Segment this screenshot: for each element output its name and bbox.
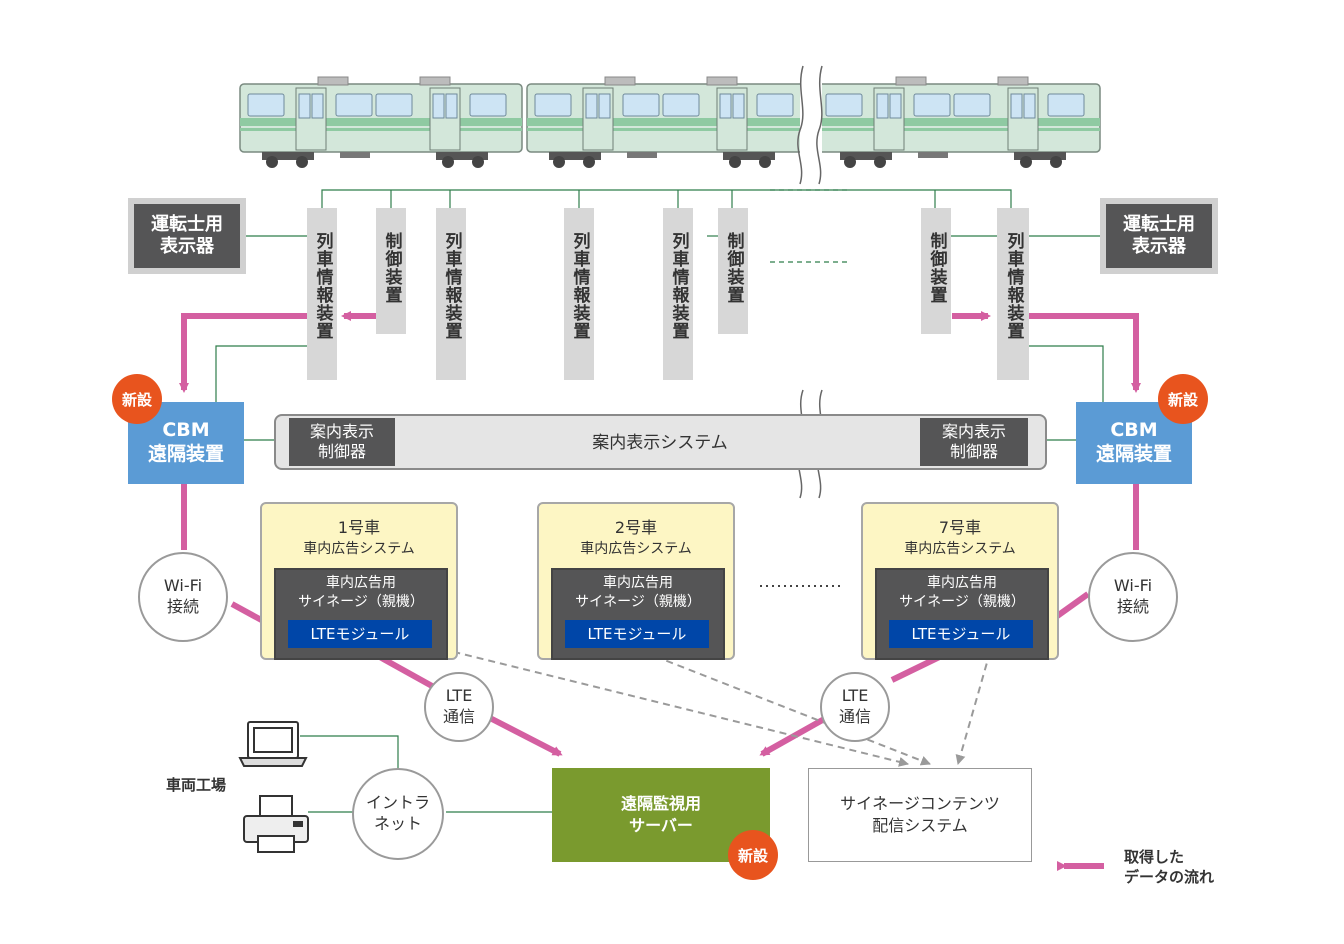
car-2-ad-system: 2号車 車内広告システム 車内広告用 サイネージ（親機） LTEモジュール bbox=[537, 502, 735, 660]
car-2-lte-module: LTEモジュール bbox=[565, 620, 709, 648]
train-info-device-1: 列車情報装置 bbox=[307, 208, 337, 380]
guidance-controller-right-label: 案内表示制御器 bbox=[941, 422, 1006, 461]
cbm-device-right: CBM 遠隔装置 bbox=[1076, 402, 1192, 484]
control-device-2: 制御装置 bbox=[718, 208, 748, 334]
lte-comm-circle-left: LTE 通信 bbox=[424, 672, 494, 742]
car-7-ad-system: 7号車 車内広告システム 車内広告用 サイネージ（親機） LTEモジュール bbox=[861, 502, 1059, 660]
content-system-line2: 配信システム bbox=[872, 816, 968, 835]
car-7-signage: 車内広告用 サイネージ（親機） LTEモジュール bbox=[875, 568, 1049, 660]
car-7-signage-line2: サイネージ（親機） bbox=[899, 593, 1025, 610]
control-device-1: 制御装置 bbox=[376, 208, 406, 334]
cbm-device-left: CBM 遠隔装置 bbox=[128, 402, 244, 484]
cbm-right-line2: 遠隔装置 bbox=[1095, 443, 1172, 465]
control-device-3-label: 制御装置 bbox=[926, 232, 947, 304]
lte-comm-left-line2: 通信 bbox=[442, 707, 475, 726]
guidance-controller-right: 案内表示制御器 bbox=[920, 418, 1028, 466]
driver-display-left-label: 運転士用表示器 bbox=[151, 213, 223, 258]
train-info-device-4-label: 列車情報装置 bbox=[668, 232, 689, 340]
car-1-signage-line2: サイネージ（親機） bbox=[298, 593, 424, 610]
cbm-right-line1: CBM bbox=[1110, 419, 1158, 442]
car-7-signage-line1: 車内広告用 bbox=[927, 575, 997, 591]
new-badge-cbm-left: 新設 bbox=[112, 374, 162, 424]
train-info-device-2-label: 列車情報装置 bbox=[441, 232, 462, 340]
guidance-controller-left: 案内表示制御器 bbox=[289, 418, 395, 466]
cbm-left-line2: 遠隔装置 bbox=[147, 443, 224, 465]
control-bus-lines bbox=[215, 189, 1104, 813]
guidance-system-bar bbox=[274, 414, 1047, 470]
wifi-right-line2: 接続 bbox=[1116, 597, 1149, 616]
control-device-1-label: 制御装置 bbox=[381, 232, 402, 304]
train-info-device-3-label: 列車情報装置 bbox=[569, 232, 590, 340]
train-info-device-5-label: 列車情報装置 bbox=[1003, 232, 1024, 340]
control-device-2-label: 制御装置 bbox=[723, 232, 744, 304]
car-2-subtitle: 車内広告システム bbox=[580, 541, 692, 557]
car-1-subtitle: 車内広告システム bbox=[303, 541, 415, 557]
depot-label: 車両工場 bbox=[166, 776, 227, 794]
printer-icon bbox=[243, 795, 309, 853]
control-device-3: 制御装置 bbox=[921, 208, 951, 334]
car-2-signage: 車内広告用 サイネージ（親機） LTEモジュール bbox=[551, 568, 725, 660]
train-info-device-5: 列車情報装置 bbox=[997, 208, 1029, 380]
intranet-circle: イントラ ネット bbox=[352, 768, 444, 860]
car-2-signage-line2: サイネージ（親機） bbox=[575, 593, 701, 610]
guidance-controller-left-label: 案内表示制御器 bbox=[309, 422, 374, 461]
legend: 取得した データの流れ bbox=[1124, 848, 1214, 887]
wifi-left-line1: Wi-Fi bbox=[163, 576, 203, 596]
new-badge-cbm-right: 新設 bbox=[1158, 374, 1208, 424]
car-1-lte-module: LTEモジュール bbox=[288, 620, 432, 648]
train-info-device-1-label: 列車情報装置 bbox=[312, 232, 333, 340]
car-7-lte-module: LTEモジュール bbox=[889, 620, 1033, 648]
car-1-title: 1号車 bbox=[337, 518, 381, 537]
wifi-circle-left: Wi-Fi 接続 bbox=[138, 552, 228, 642]
car-7-title: 7号車 bbox=[938, 518, 982, 537]
driver-display-right-label: 運転士用表示器 bbox=[1123, 213, 1195, 258]
car-1-signage-line1: 車内広告用 bbox=[326, 575, 396, 591]
lte-comm-right-line1: LTE bbox=[841, 686, 869, 706]
guidance-system-label: 案内表示システム bbox=[592, 433, 728, 453]
train-car-2 bbox=[526, 76, 810, 169]
wifi-circle-right: Wi-Fi 接続 bbox=[1088, 552, 1178, 642]
intranet-line1: イントラ bbox=[365, 793, 430, 813]
server-line2: サーバー bbox=[629, 816, 693, 835]
train-car-1 bbox=[239, 76, 523, 169]
new-badge-server: 新設 bbox=[728, 830, 778, 880]
content-dashed-arrows bbox=[429, 645, 991, 767]
signage-content-distribution-system: サイネージコンテンツ 配信システム bbox=[808, 768, 1032, 862]
content-system-line1: サイネージコンテンツ bbox=[840, 794, 1000, 814]
car-1-signage: 車内広告用 サイネージ（親機） LTEモジュール bbox=[274, 568, 448, 660]
train-info-device-3: 列車情報装置 bbox=[564, 208, 594, 380]
lte-comm-left-line1: LTE bbox=[445, 686, 473, 706]
dashed-connectors bbox=[770, 189, 848, 263]
legend-line2: データの流れ bbox=[1124, 867, 1215, 886]
driver-display-right: 運転士用表示器 bbox=[1100, 198, 1218, 274]
wifi-right-line1: Wi-Fi bbox=[1113, 576, 1153, 596]
laptop-icon bbox=[238, 721, 308, 767]
car-2-signage-line1: 車内広告用 bbox=[603, 575, 673, 591]
lte-comm-circle-right: LTE 通信 bbox=[820, 672, 890, 742]
car-2-title: 2号車 bbox=[614, 518, 658, 537]
wifi-left-line2: 接続 bbox=[166, 597, 199, 616]
intranet-line2: ネット bbox=[373, 814, 422, 833]
car-1-ad-system: 1号車 車内広告システム 車内広告用 サイネージ（親機） LTEモジュール bbox=[260, 502, 458, 660]
cbm-left-line1: CBM bbox=[162, 419, 210, 442]
train-car-7 bbox=[817, 76, 1101, 169]
train-info-device-2: 列車情報装置 bbox=[436, 208, 466, 380]
lte-comm-right-line2: 通信 bbox=[838, 707, 871, 726]
legend-line1: 取得した bbox=[1124, 848, 1185, 866]
driver-display-left: 運転士用表示器 bbox=[128, 198, 246, 274]
car-7-subtitle: 車内広告システム bbox=[904, 541, 1016, 557]
train-info-device-4: 列車情報装置 bbox=[663, 208, 693, 380]
server-line1: 遠隔監視用 bbox=[620, 793, 701, 813]
